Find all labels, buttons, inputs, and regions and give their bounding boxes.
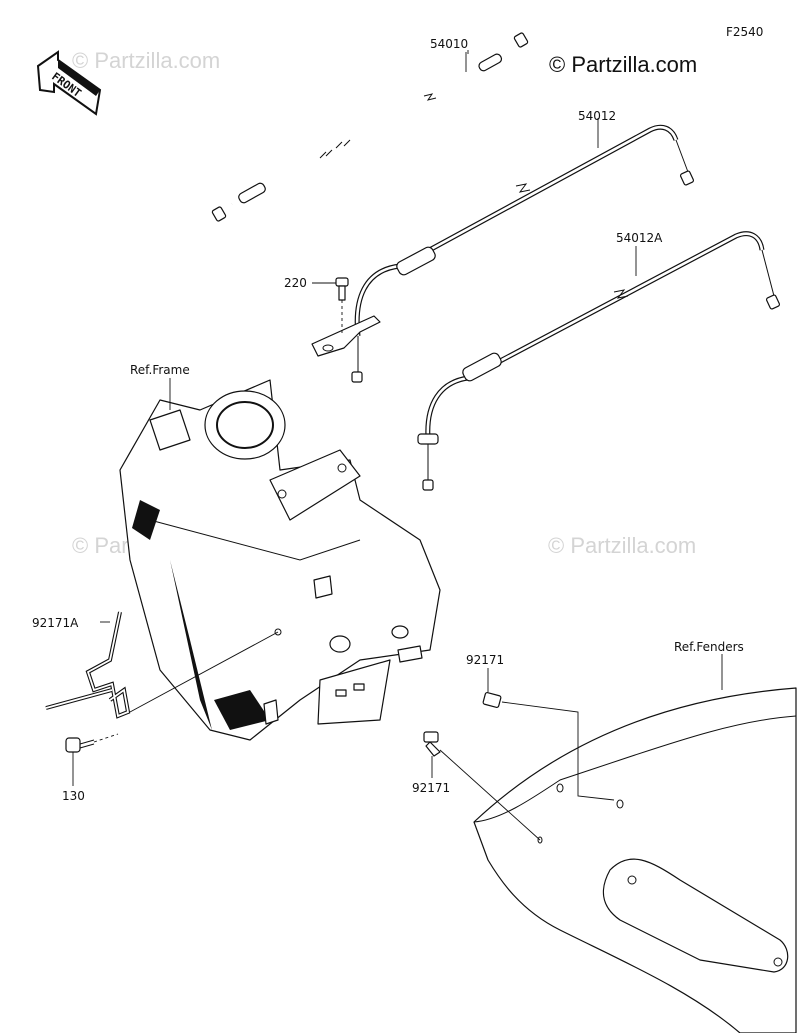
- callout-54012: 54012: [578, 109, 616, 123]
- cable-54012: [311, 124, 695, 383]
- ref-fenders-label: Ref.Fenders: [674, 640, 744, 654]
- callout-130: 130: [62, 789, 85, 803]
- callout-54010: 54010: [430, 37, 468, 51]
- callout-92171-bottom: 92171: [412, 781, 450, 795]
- watermark-top-left: © Partzilla.com: [72, 48, 220, 73]
- leader-92171-top: [501, 701, 615, 801]
- leader-130-axis: [93, 733, 119, 743]
- fender-assembly: [473, 687, 797, 1033]
- cable-54012a: [417, 231, 781, 491]
- leader-92171-bottom: [439, 749, 541, 841]
- bolt-130-icon: [65, 737, 95, 753]
- clip-92171-top-icon: [482, 691, 502, 709]
- callout-92171-top: 92171: [466, 653, 504, 667]
- front-arrow-icon: FRONT: [36, 50, 102, 116]
- callout-54012a: 54012A: [616, 231, 663, 245]
- ref-frame-label: Ref.Frame: [130, 363, 190, 377]
- bolt-220-icon: [335, 277, 349, 301]
- callout-220: 220: [284, 276, 307, 290]
- leader-92171a-frame: [129, 631, 279, 713]
- frame-assembly: [119, 379, 441, 741]
- figure-code: F2540: [726, 25, 763, 39]
- clamp-92171a: [45, 611, 131, 719]
- clip-92171-bottom-icon: [423, 731, 441, 757]
- cable-54010: [211, 32, 529, 222]
- callout-92171a: 92171A: [32, 616, 79, 630]
- brand-label: © Partzilla.com: [549, 52, 697, 77]
- watermark-middle-right: © Partzilla.com: [548, 533, 696, 558]
